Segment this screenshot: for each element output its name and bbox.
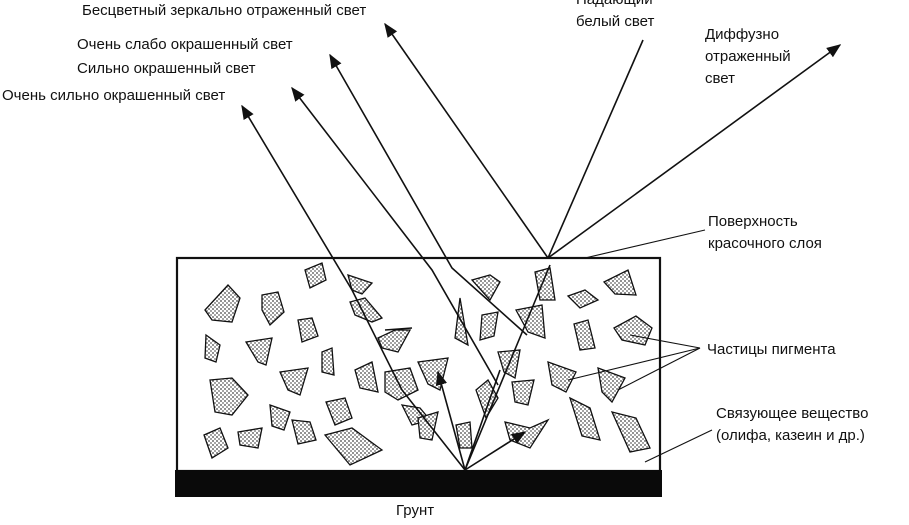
pigment-leader: [617, 347, 701, 391]
specular-label: Бесцветный зеркально отраженный свет: [82, 2, 366, 19]
pigment-particle: [568, 396, 601, 441]
strong-label: Сильно окрашенный свет: [77, 60, 256, 77]
pigment-particle: [304, 262, 327, 289]
very-strong-label: Очень сильно окрашенный свет: [2, 87, 225, 104]
pigment-particle: [261, 291, 285, 327]
pigment-particle: [347, 274, 374, 295]
scatter-ray: [384, 327, 413, 331]
incident-ray-refracted: [464, 264, 551, 471]
pigment-particle: [321, 347, 335, 376]
pigment-particle: [597, 367, 626, 404]
pigment-particle: [377, 329, 412, 353]
pigment-particle: [417, 411, 439, 441]
pigment-particle: [479, 311, 499, 341]
pigment-particles: [203, 262, 653, 466]
pigment-particle: [384, 367, 419, 401]
pigment-particle: [237, 427, 263, 449]
very-strong-colored-ray: [241, 104, 466, 471]
ground-layer: [175, 470, 662, 497]
strong-colored-ray: [291, 86, 499, 386]
pigment-leader: [629, 334, 701, 349]
incident-label-line2: белый свет: [576, 13, 654, 30]
scatter-ray: [464, 369, 501, 471]
surface-label-line2: красочного слоя: [708, 235, 822, 252]
scatter-ray: [435, 370, 466, 471]
pigment-particle: [203, 427, 229, 459]
diffuse-ray: [547, 44, 842, 259]
pigment-particle: [602, 269, 637, 296]
pigment-label: Частицы пигмента: [707, 341, 836, 358]
pigment-particle: [566, 289, 600, 309]
very-weak-label: Очень слабо окрашенный свет: [77, 36, 293, 53]
pigment-particle: [534, 267, 556, 301]
pigment-particle: [209, 377, 249, 416]
incident-ray: [547, 39, 644, 259]
pigment-particle: [204, 333, 221, 363]
pigment-particle: [354, 361, 379, 393]
diffuse-label-line3: свет: [705, 70, 735, 87]
diffuse-label-line2: отраженный: [705, 48, 791, 65]
diffuse-label-line1: Диффузно: [705, 26, 779, 43]
ground-label: Грунт: [396, 502, 434, 519]
binder-label-line2: (олифа, казеин и др.): [716, 427, 865, 444]
pigment-particle: [244, 337, 273, 366]
pigment-particle: [610, 411, 651, 453]
specular-ray: [384, 22, 549, 259]
scatter-ray: [464, 431, 527, 471]
surface-label-line1: Поверхность: [708, 213, 798, 230]
pigment-particle: [279, 367, 309, 396]
pigment-particle: [325, 397, 353, 426]
binder-label-line1: Связующее вещество: [716, 405, 868, 422]
pigment-particle: [323, 427, 384, 466]
pigment-particle: [204, 284, 241, 323]
pigment-particle: [349, 297, 384, 323]
leader-lines: [567, 229, 713, 463]
pigment-particle: [297, 317, 319, 343]
pigment-leader: [567, 347, 701, 381]
very-weak-colored-ray: [329, 53, 528, 336]
pigment-particle: [291, 419, 317, 445]
pigment-particle: [573, 319, 596, 351]
surface-leader: [584, 229, 706, 259]
binder-leader: [644, 429, 713, 463]
pigment-particle: [269, 404, 291, 431]
pigment-particle: [470, 274, 501, 302]
pigment-particle: [511, 379, 535, 406]
light-rays: [241, 22, 842, 471]
incident-label-line1: Падающий: [576, 0, 653, 8]
pigment-particle: [547, 361, 577, 393]
